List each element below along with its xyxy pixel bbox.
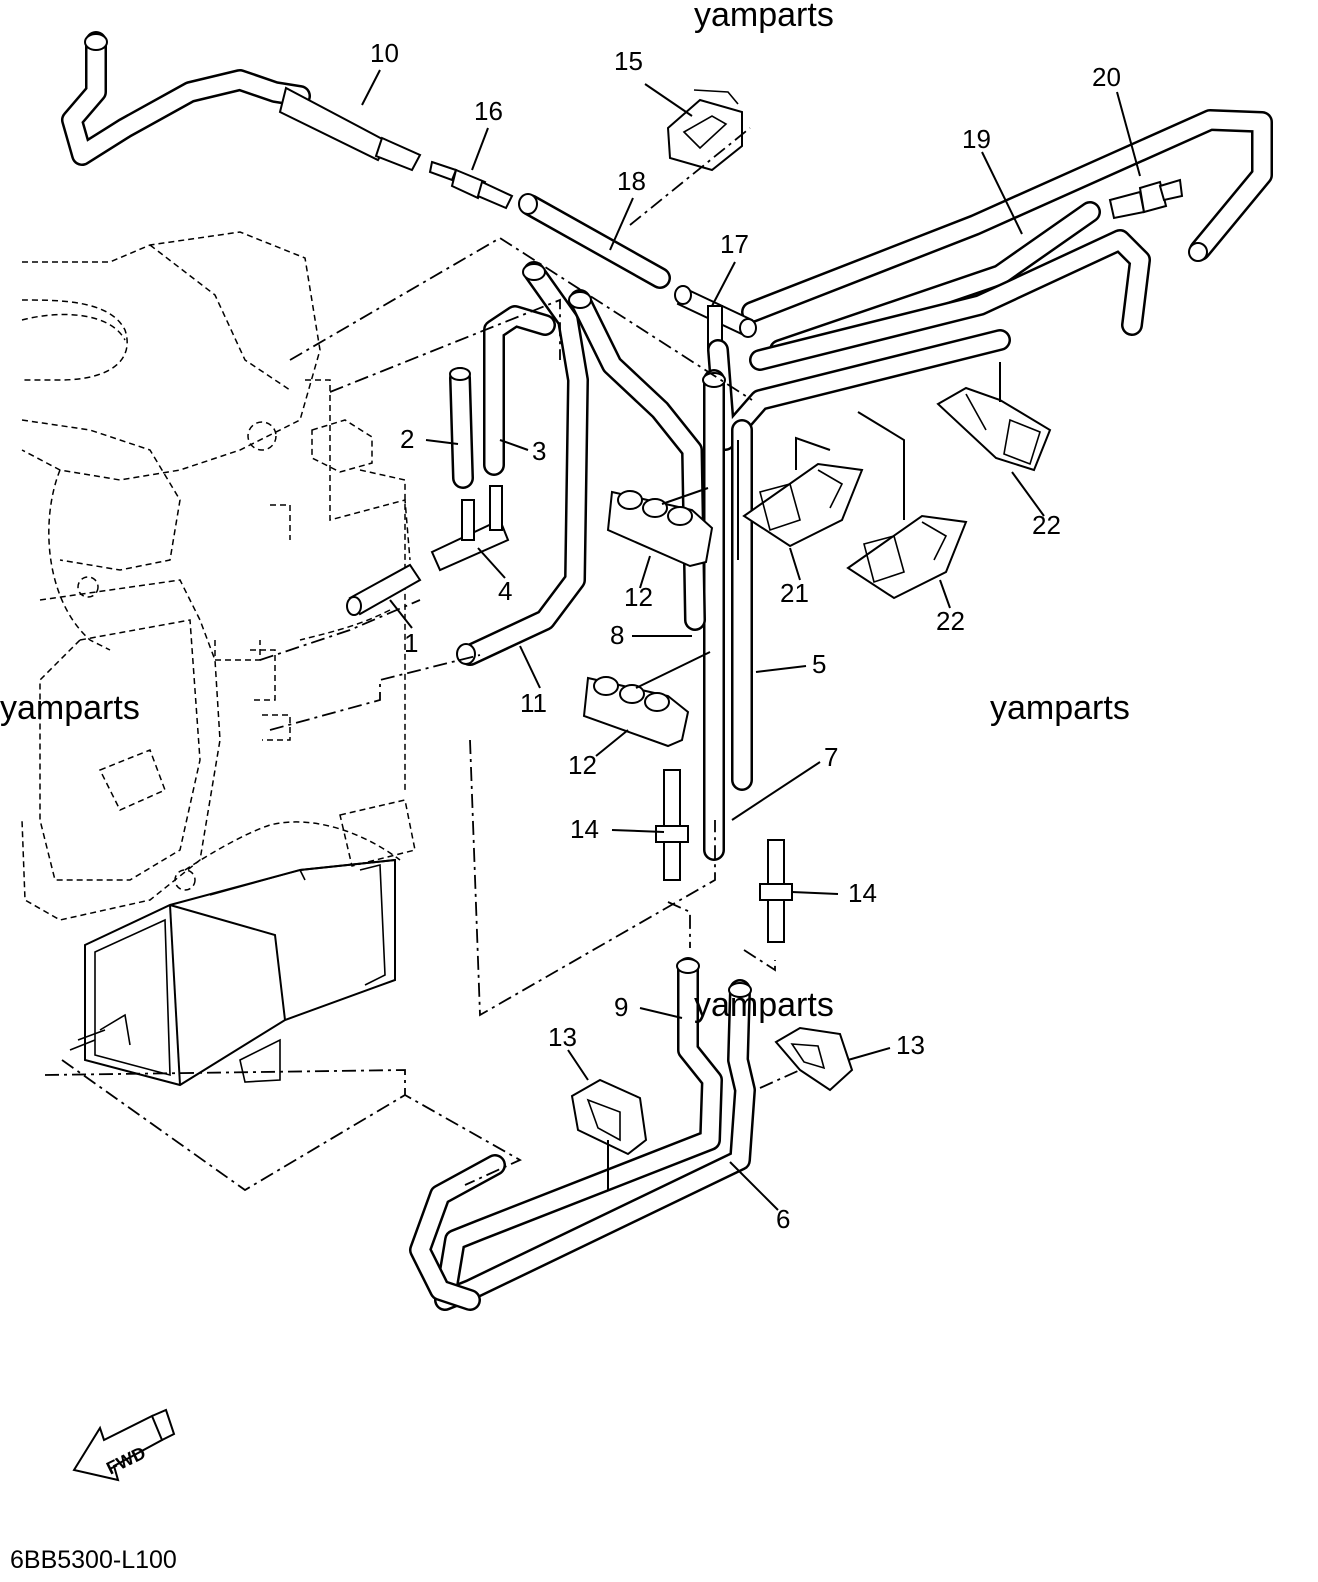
watermark-left: yamparts xyxy=(0,689,140,727)
callout-11: 11 xyxy=(520,688,547,718)
clamp-15 xyxy=(666,89,743,172)
connector-4 xyxy=(430,485,510,572)
callout-21: 21 xyxy=(780,578,809,608)
holder-13-left xyxy=(570,1078,648,1156)
canister-outline xyxy=(69,858,396,1087)
callout-3: 3 xyxy=(532,436,546,466)
callout-18: 18 xyxy=(617,166,646,196)
watermarks: yamparts yamparts yamparts yamparts xyxy=(0,0,1130,1024)
joint-1 xyxy=(346,563,422,616)
connector-16 xyxy=(428,160,514,210)
callout-labels: 10 16 15 18 17 19 20 2 3 4 1 11 12 8 5 1… xyxy=(370,38,1121,1234)
hose-18 xyxy=(518,193,671,289)
callout-15: 15 xyxy=(614,46,643,76)
callout-19: 19 xyxy=(962,124,991,154)
engine-outline xyxy=(21,231,416,921)
holder-12-lower xyxy=(582,676,690,748)
routing-lines xyxy=(44,127,801,1192)
callout-20: 20 xyxy=(1092,62,1121,92)
callout-1: 1 xyxy=(404,628,418,658)
watermark-right: yamparts xyxy=(990,689,1130,727)
callout-17: 17 xyxy=(720,229,749,259)
hose-8 xyxy=(702,369,726,861)
callout-14b: 14 xyxy=(848,878,877,908)
callout-13a: 13 xyxy=(548,1022,577,1052)
clamp-22-upper xyxy=(936,386,1052,472)
watermark-bottom: yamparts xyxy=(694,986,834,1024)
grommet-14-left xyxy=(655,769,689,881)
callout-2: 2 xyxy=(400,424,414,454)
hose-19 xyxy=(741,109,1273,371)
hose-10 xyxy=(61,31,422,172)
callout-14a: 14 xyxy=(570,814,599,844)
callout-7: 7 xyxy=(824,742,838,772)
callout-4: 4 xyxy=(498,576,512,606)
fwd-arrow-icon: FWD xyxy=(72,1408,176,1482)
callout-9: 9 xyxy=(614,992,628,1022)
callout-22-lower: 22 xyxy=(936,606,965,636)
callout-12b: 12 xyxy=(568,750,597,780)
callout-13b: 13 xyxy=(896,1030,925,1060)
callout-10: 10 xyxy=(370,38,399,68)
watermark-top: yamparts xyxy=(694,0,834,34)
callout-16: 16 xyxy=(474,96,503,126)
drawing-code: 6BB5300-L100 xyxy=(10,1546,177,1574)
leader-lines xyxy=(361,69,1141,1211)
callout-8: 8 xyxy=(610,620,624,650)
clamp-21 xyxy=(742,462,864,548)
callout-22-upper: 22 xyxy=(1032,510,1061,540)
tee-17 xyxy=(674,285,757,349)
holder-13-right xyxy=(774,1026,854,1092)
holder-12-upper xyxy=(606,490,714,568)
fwd-label: FWD xyxy=(103,1443,149,1479)
connector-20 xyxy=(1108,178,1184,220)
hose-left-group xyxy=(449,261,706,666)
callout-12a: 12 xyxy=(624,582,653,612)
hose-6-9 xyxy=(409,957,756,1311)
callout-6: 6 xyxy=(776,1204,790,1234)
callout-5: 5 xyxy=(812,649,826,679)
grommet-14-right xyxy=(759,839,793,943)
clamp-22-lower xyxy=(846,514,968,600)
